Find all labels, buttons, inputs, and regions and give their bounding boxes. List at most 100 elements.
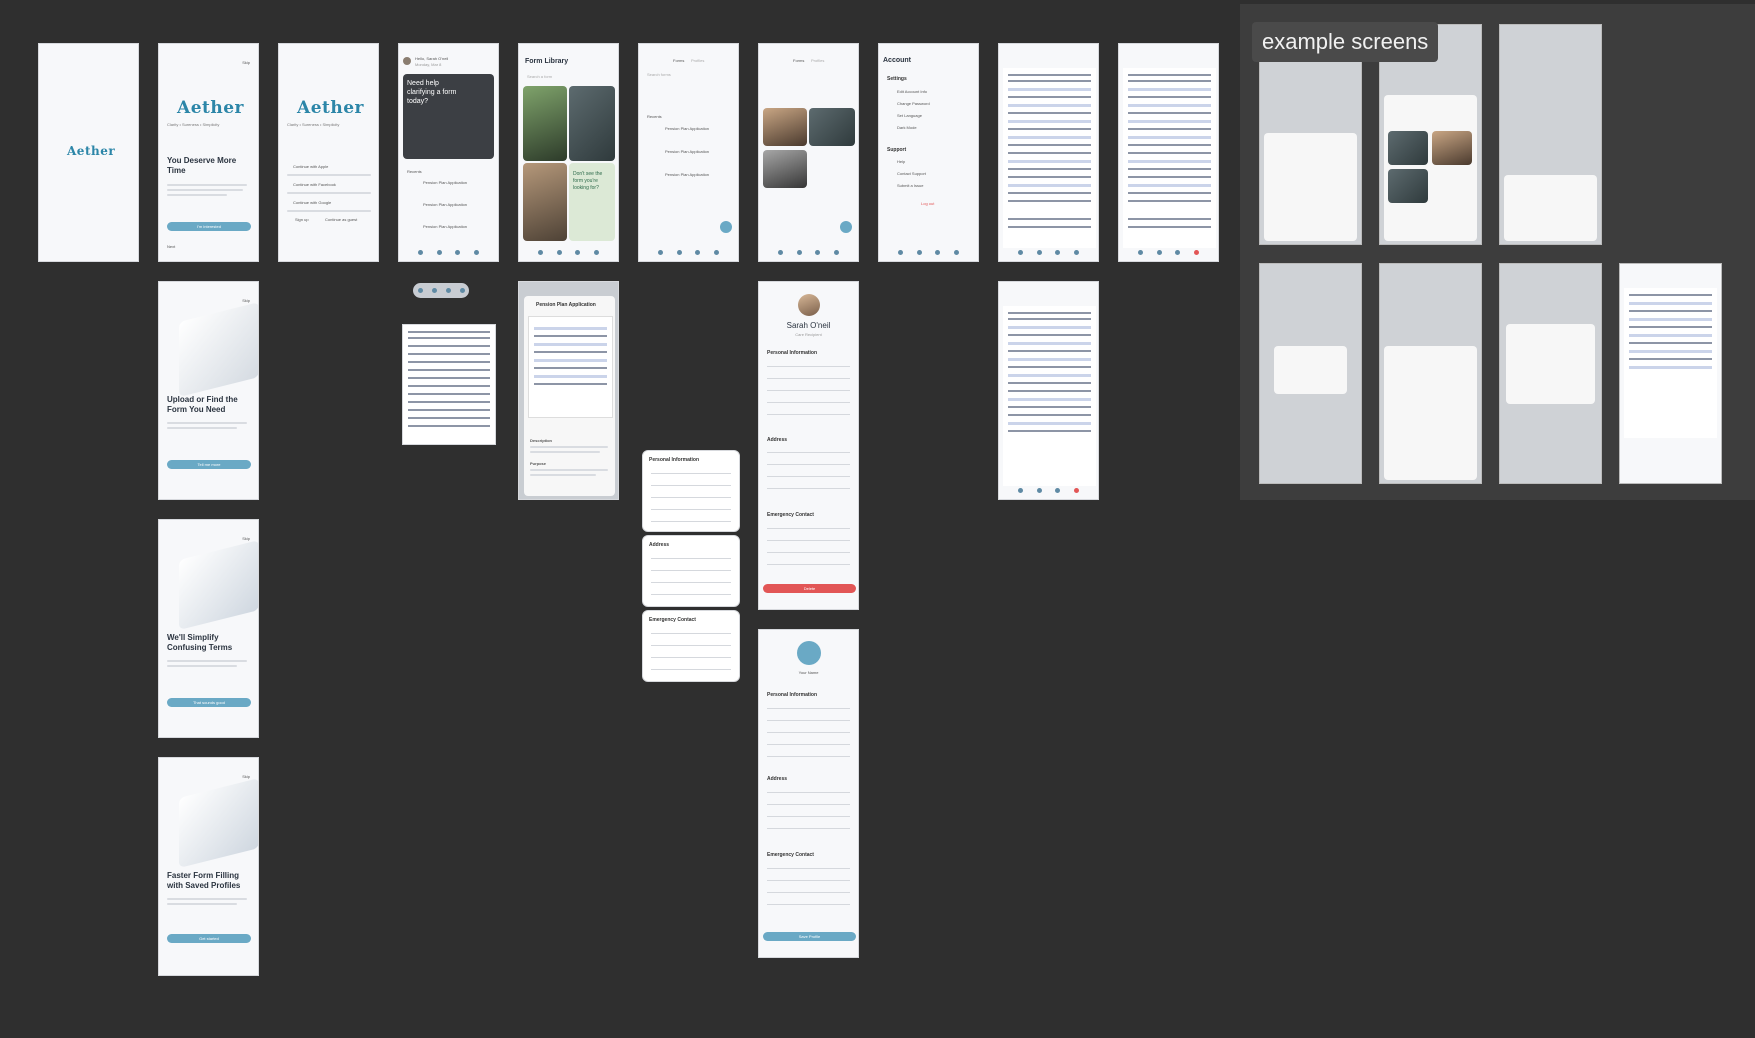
get-started-button[interactable]: Get started bbox=[167, 934, 251, 943]
search-icon[interactable] bbox=[436, 249, 442, 255]
files-icon[interactable] bbox=[445, 288, 451, 293]
files-forms-screen: Forms Profiles Search forms Recents Pens… bbox=[638, 43, 739, 262]
form-document[interactable] bbox=[1003, 306, 1096, 486]
tab-profiles[interactable]: Profiles bbox=[691, 58, 705, 63]
example-screen bbox=[1499, 24, 1602, 245]
profile-icon[interactable] bbox=[834, 249, 840, 255]
profile-icon[interactable] bbox=[954, 249, 960, 255]
add-icon[interactable] bbox=[720, 221, 732, 233]
recent-item[interactable]: Pension Plan Application bbox=[423, 180, 468, 185]
example-screen bbox=[1259, 263, 1362, 484]
tab-forms[interactable]: Forms bbox=[793, 58, 805, 63]
search-icon[interactable] bbox=[916, 249, 922, 255]
form-document[interactable] bbox=[1003, 68, 1096, 248]
form-title: Pension Plan Application bbox=[536, 302, 596, 308]
search-icon[interactable] bbox=[676, 249, 682, 255]
document-preview[interactable] bbox=[402, 324, 496, 445]
profile-photo[interactable] bbox=[809, 108, 855, 146]
library-title: Form Library bbox=[525, 58, 569, 65]
search-icon[interactable] bbox=[431, 288, 437, 293]
home-icon[interactable] bbox=[417, 288, 423, 293]
form-photo[interactable] bbox=[569, 86, 615, 161]
save-icon[interactable] bbox=[1175, 249, 1181, 255]
search-icon[interactable] bbox=[1036, 249, 1042, 255]
profile-icon[interactable] bbox=[1074, 249, 1080, 255]
interested-button[interactable]: I'm interested bbox=[167, 222, 251, 231]
support-item[interactable]: Help bbox=[897, 159, 906, 164]
form-photo[interactable] bbox=[523, 163, 567, 241]
skip-link[interactable]: Skip bbox=[242, 536, 250, 541]
delete-icon[interactable] bbox=[1194, 249, 1200, 255]
files-icon[interactable] bbox=[455, 249, 461, 255]
form-photo[interactable] bbox=[523, 86, 567, 161]
profile-icon[interactable] bbox=[1156, 249, 1162, 255]
profile-photo[interactable] bbox=[763, 108, 807, 146]
tell-me-more-button[interactable]: Tell me more bbox=[167, 460, 251, 469]
tab-profiles[interactable]: Profiles bbox=[811, 58, 825, 63]
google-signin-button[interactable]: Continue with Google bbox=[293, 200, 332, 205]
file-item[interactable]: Pension Plan Application bbox=[665, 126, 710, 131]
setting-item[interactable]: Edit Account Info bbox=[897, 89, 928, 94]
files-icon[interactable] bbox=[815, 249, 821, 255]
setting-item[interactable]: Change Password bbox=[897, 101, 930, 106]
bottom-nav bbox=[651, 247, 726, 257]
onboarding-headline: You Deserve More Time bbox=[167, 156, 237, 175]
profile-icon[interactable] bbox=[594, 249, 600, 255]
profile-icon[interactable] bbox=[1036, 487, 1042, 493]
form-document[interactable] bbox=[1123, 68, 1216, 248]
facebook-signin-button[interactable]: Continue with Facebook bbox=[293, 182, 336, 187]
setting-item[interactable]: Dark Mode bbox=[897, 125, 917, 130]
home-icon[interactable] bbox=[537, 249, 543, 255]
home-icon[interactable] bbox=[657, 249, 663, 255]
home-icon[interactable] bbox=[777, 249, 783, 255]
skip-link[interactable]: Skip bbox=[242, 298, 250, 303]
library-search[interactable]: Search a form bbox=[527, 74, 553, 79]
files-icon[interactable] bbox=[935, 249, 941, 255]
setting-item[interactable]: Set Language bbox=[897, 113, 922, 118]
delete-button[interactable]: Delete bbox=[763, 584, 856, 593]
edit-icon[interactable] bbox=[1137, 249, 1143, 255]
delete-icon[interactable] bbox=[1074, 487, 1080, 493]
guest-link[interactable]: Continue as guest bbox=[325, 217, 358, 222]
files-icon[interactable] bbox=[1055, 249, 1061, 255]
recent-item[interactable]: Pension Plan Application bbox=[423, 202, 468, 207]
file-item[interactable]: Pension Plan Application bbox=[665, 149, 710, 154]
profile-icon[interactable] bbox=[474, 249, 480, 255]
home-icon[interactable] bbox=[897, 249, 903, 255]
missing-form-card[interactable]: Don't see the form you're looking for? bbox=[569, 163, 615, 241]
profile-icon[interactable] bbox=[459, 288, 465, 293]
recent-item[interactable]: Pension Plan Application bbox=[423, 224, 468, 229]
support-header: Support bbox=[887, 147, 907, 153]
signup-link[interactable]: Sign up bbox=[295, 217, 309, 222]
apple-signin-button[interactable]: Continue with Apple bbox=[293, 164, 329, 169]
support-item[interactable]: Contact Support bbox=[897, 171, 926, 176]
profile-icon[interactable] bbox=[714, 249, 720, 255]
personal-info-card: Personal Information bbox=[642, 450, 740, 532]
search-icon[interactable] bbox=[796, 249, 802, 255]
search-icon[interactable] bbox=[556, 249, 562, 255]
save-icon[interactable] bbox=[1055, 487, 1061, 493]
files-search[interactable]: Search forms bbox=[647, 72, 671, 77]
document-screen-1 bbox=[998, 43, 1099, 262]
profile-avatar-placeholder[interactable] bbox=[797, 641, 821, 665]
profile-name: Sarah O'neil bbox=[786, 321, 831, 330]
home-icon[interactable] bbox=[417, 249, 423, 255]
next-link[interactable]: Next bbox=[167, 244, 176, 249]
bottom-nav bbox=[771, 247, 846, 257]
edit-icon[interactable] bbox=[1017, 487, 1023, 493]
form-thumbnail[interactable] bbox=[528, 316, 613, 418]
profile-photo[interactable] bbox=[763, 150, 807, 188]
your-name: Your Name bbox=[798, 670, 819, 675]
files-icon[interactable] bbox=[695, 249, 701, 255]
sounds-good-button[interactable]: That sounds good bbox=[167, 698, 251, 707]
save-profile-button[interactable]: Save Profile bbox=[763, 932, 856, 941]
file-item[interactable]: Pension Plan Application bbox=[665, 172, 710, 177]
support-item[interactable]: Submit a Issue bbox=[897, 183, 924, 188]
logout-link[interactable]: Log out bbox=[921, 201, 935, 206]
files-icon[interactable] bbox=[575, 249, 581, 255]
home-icon[interactable] bbox=[1017, 249, 1023, 255]
add-icon[interactable] bbox=[840, 221, 852, 233]
skip-link[interactable]: Skip bbox=[242, 60, 250, 65]
tab-forms[interactable]: Forms bbox=[673, 58, 685, 63]
skip-link[interactable]: Skip bbox=[242, 774, 250, 779]
